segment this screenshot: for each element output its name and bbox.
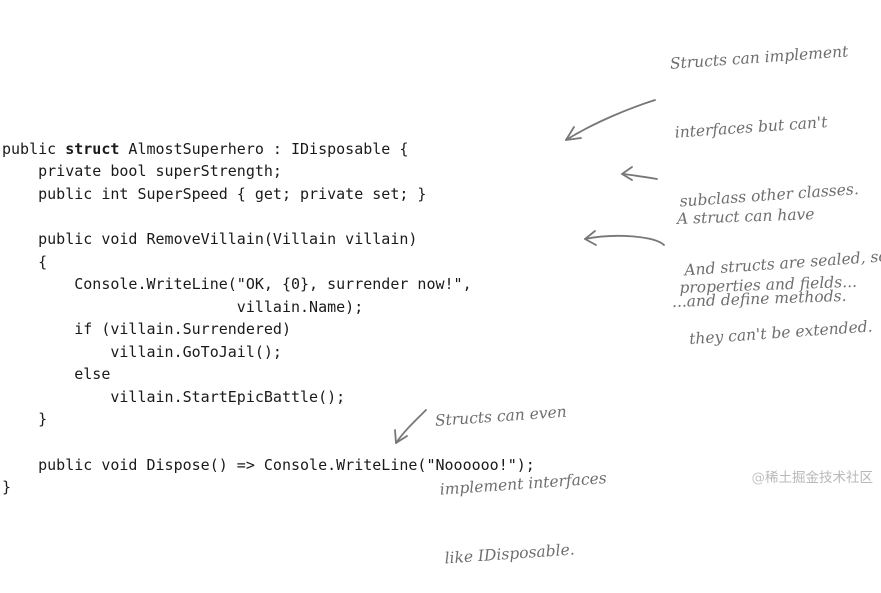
annotation-line: Structs can implement <box>669 42 849 73</box>
code-listing: public struct AlmostSuperhero : IDisposa… <box>2 0 622 496</box>
code-line-dispose: public void Dispose() => Console.WriteLi… <box>2 456 535 474</box>
code-keyword-struct: struct <box>65 140 120 158</box>
site-watermark: @稀土掘金技术社区 <box>752 466 874 486</box>
annotation-methods: ...and define methods. <box>670 239 848 337</box>
code-line-writeline-arg: villain.Name); <box>2 298 364 316</box>
code-line-property: public int SuperSpeed { get; private set… <box>2 185 427 203</box>
code-line-gotojail: villain.GoToJail(); <box>2 343 282 361</box>
watermark-text: 稀土掘金技术社区 <box>765 470 873 486</box>
arrowhead-fields <box>621 166 633 181</box>
code-keyword-public: public <box>2 140 66 158</box>
code-line-if: if (villain.Surrendered) <box>2 320 291 338</box>
code-line-epic-battle: villain.StartEpicBattle(); <box>2 388 346 406</box>
code-line-writeline: Console.WriteLine("OK, {0}, surrender no… <box>2 275 472 293</box>
annotation-line: like IDisposable. <box>443 540 576 568</box>
annotation-line: ...and define methods. <box>671 286 847 311</box>
code-line-field: private bool superStrength; <box>2 162 282 180</box>
code-line-struct-declaration: public struct AlmostSuperhero : IDisposa… <box>2 138 408 160</box>
arrow-to-fields <box>621 173 658 180</box>
code-line-final-brace: } <box>2 478 12 496</box>
code-struct-signature: AlmostSuperhero : IDisposable { <box>119 140 409 158</box>
code-line-method-signature: public void RemoveVillain(Villain villai… <box>2 230 418 248</box>
annotation-idisposable: Structs can even implement interfaces li… <box>431 352 614 593</box>
watermark-at-symbol: @ <box>751 470 766 486</box>
code-line-open-brace: { <box>2 253 48 271</box>
code-line-close-brace: } <box>2 410 48 428</box>
annotation-line: interfaces but can't <box>674 113 828 142</box>
annotation-line: Structs can even <box>434 402 568 430</box>
code-line-else: else <box>2 365 111 383</box>
annotation-line: A struct can have <box>676 205 815 228</box>
annotation-line: implement interfaces <box>439 469 608 499</box>
